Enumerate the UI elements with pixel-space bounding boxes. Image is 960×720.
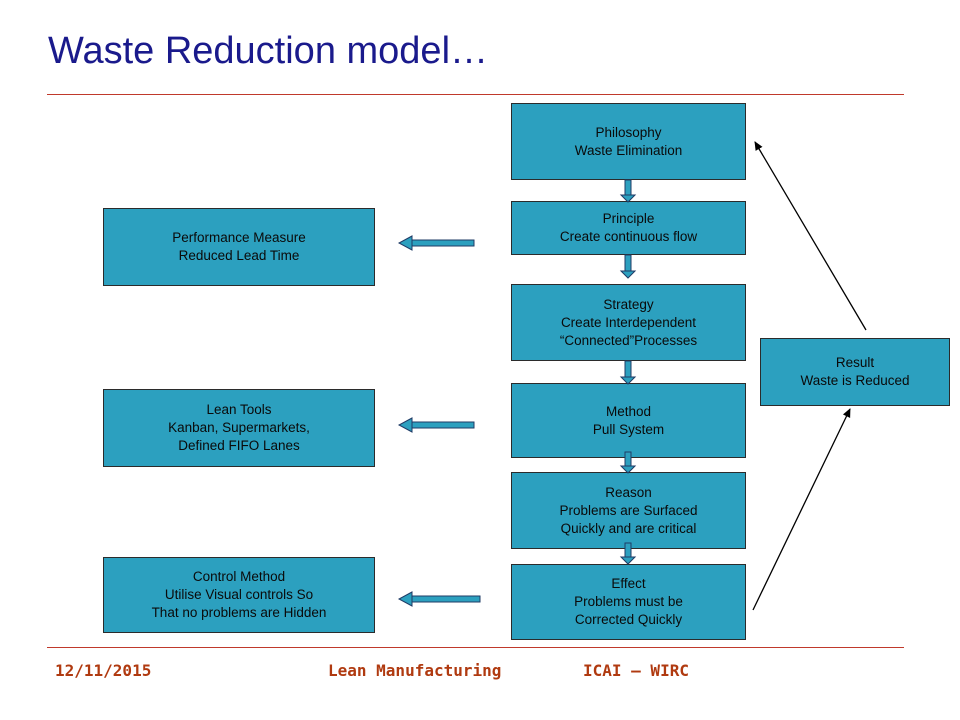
- lean-tools-text: Lean Tools Kanban, Supermarkets, Defined…: [168, 402, 310, 453]
- reason-text: Reason Problems are Surfaced Quickly and…: [559, 484, 698, 536]
- principle-box: Principle Create continuous flow: [511, 201, 746, 255]
- performance-measure-text: Performance Measure Reduced Lead Time: [172, 230, 306, 263]
- down-arrow-strategy-method: [619, 360, 637, 385]
- left-arrow-lean-tools: [397, 417, 475, 433]
- philosophy-text: Philosophy Waste Elimination: [574, 124, 683, 158]
- method-text: Method Pull System: [592, 403, 665, 437]
- control-method-text: Control Method Utilise Visual controls S…: [151, 569, 327, 620]
- strategy-box: Strategy Create Interdependent “Connecte…: [511, 284, 746, 361]
- effect-text: Effect Problems must be Corrected Quickl…: [574, 576, 683, 627]
- down-arrow-principle-strategy: [619, 254, 637, 279]
- philosophy-box: Philosophy Waste Elimination: [511, 103, 746, 180]
- footer-topic: Lean Manufacturing: [328, 661, 502, 680]
- top-divider: [47, 94, 904, 95]
- down-arrow-reason-effect: [619, 542, 637, 565]
- left-arrow-performance: [397, 235, 475, 251]
- arrow-result-to-philosophy: [754, 141, 867, 331]
- principle-text: Principle Create continuous flow: [559, 211, 698, 244]
- footer-org: ICAI – WIRC: [583, 661, 689, 680]
- slide-title: Waste Reduction model…: [48, 30, 489, 72]
- result-text: Result Waste is Reduced: [800, 355, 910, 388]
- control-method-box: Control Method Utilise Visual controls S…: [103, 557, 375, 633]
- down-arrow-philosophy-principle: [619, 179, 637, 203]
- reason-box: Reason Problems are Surfaced Quickly and…: [511, 472, 746, 549]
- footer-date: 12/11/2015: [55, 661, 152, 680]
- result-box: Result Waste is Reduced: [760, 338, 950, 406]
- lean-tools-box: Lean Tools Kanban, Supermarkets, Defined…: [103, 389, 375, 467]
- strategy-text: Strategy Create Interdependent “Connecte…: [559, 296, 698, 348]
- performance-measure-box: Performance Measure Reduced Lead Time: [103, 208, 375, 286]
- effect-box: Effect Problems must be Corrected Quickl…: [511, 564, 746, 640]
- bottom-divider: [47, 647, 904, 648]
- down-arrow-method-reason: [619, 451, 637, 474]
- arrow-effect-to-result: [752, 408, 851, 611]
- left-arrow-control: [397, 591, 481, 607]
